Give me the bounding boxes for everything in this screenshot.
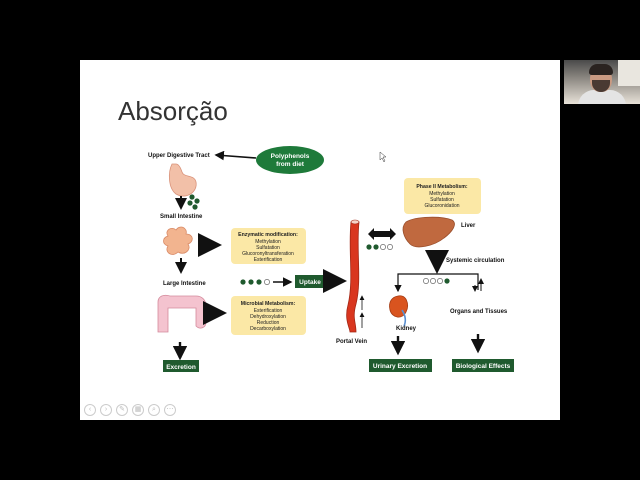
urinary-excretion-label: Urinary Excretion (373, 363, 427, 370)
small-intestine-icon (163, 226, 193, 255)
liver-icon (402, 216, 455, 248)
molecule-dot-open (387, 244, 393, 250)
kidney-icon (389, 295, 408, 327)
molecule-dot-open (437, 278, 443, 284)
double-arrow-vein-liver (368, 228, 396, 240)
molecule-dot-open (264, 279, 270, 285)
excretion-label-box: Excretion (163, 360, 199, 372)
molecule-dot (366, 244, 372, 250)
molecule-dot (194, 198, 200, 204)
portal-vein-label: Portal Vein (336, 339, 367, 345)
biological-effects-box: Biological Effects (452, 359, 514, 372)
urinary-excretion-box: Urinary Excretion (369, 359, 432, 372)
polyphenols-node: Polyphenols from diet (256, 146, 324, 174)
person-shirt (578, 90, 626, 104)
polyphenols-line1: Polyphenols (271, 153, 310, 160)
phase2-item: Glucoronidation (424, 203, 459, 209)
molecule-dot (240, 279, 246, 285)
webcam-thumbnail (564, 60, 640, 104)
molecule-dot (444, 278, 450, 284)
molecule-dot (256, 279, 262, 285)
lamp-shape (618, 60, 640, 86)
liver-label: Liver (461, 223, 476, 229)
molecule-dot (248, 279, 254, 285)
grid-icon[interactable]: ▦ (132, 404, 144, 416)
molecule-dot (189, 194, 195, 200)
enzymatic-title: Enzymatic modification: (238, 232, 298, 238)
kidney-label: Kidney (396, 326, 417, 332)
molecule-dot-open (430, 278, 436, 284)
small-intestine-label: Small Intestine (160, 214, 203, 220)
microbial-title: Microbial Metabolism: (241, 301, 296, 307)
zoom-icon[interactable]: ⌕ (148, 404, 160, 416)
prev-icon[interactable]: ‹ (84, 404, 96, 416)
presentation-slide: Absorção Polyphenols from diet Upper Dig… (80, 60, 560, 420)
molecule-dot-open (380, 244, 386, 250)
biological-effects-label: Biological Effects (456, 363, 511, 370)
uptake-label-box: Uptake (295, 275, 326, 288)
pen-icon[interactable]: ✎ (116, 404, 128, 416)
large-intestine-icon (157, 294, 207, 333)
polyphenols-line2: from diet (276, 161, 305, 168)
excretion-label: Excretion (166, 364, 196, 371)
enzymatic-item: Methylation (255, 239, 281, 245)
phase2-item: Methylation (429, 191, 455, 197)
absorption-diagram: Polyphenols from diet Upper Digestive Tr… (148, 146, 514, 372)
next-icon[interactable]: › (100, 404, 112, 416)
phase-ii-metabolism-box: Phase II Metabolism: Methylation Sulfata… (404, 178, 481, 214)
stomach-icon (168, 163, 197, 197)
molecule-dot (187, 200, 193, 206)
microbial-item: Esterification (254, 308, 283, 314)
microbial-item: Decarboxylation (250, 326, 286, 332)
uptake-label: Uptake (299, 279, 321, 286)
mouse-cursor-icon (379, 151, 387, 163)
large-intestine-label: Large Intestine (163, 281, 206, 287)
phase2-item: Sulfatation (430, 197, 454, 203)
microbial-item: Dehydroxylation (250, 314, 286, 320)
portal-vein-icon (346, 219, 360, 333)
enzymatic-item: Esterification (254, 257, 283, 263)
molecule-dot (192, 204, 198, 210)
slide-title: Absorção (118, 96, 228, 126)
molecule-dot-open (423, 278, 429, 284)
microbial-item: Reduction (257, 320, 280, 326)
enzymatic-item: Sulfatation (256, 245, 280, 251)
microbial-metabolism-box: Microbial Metabolism: Esterification Deh… (231, 296, 306, 335)
slide-toolbar: ‹ › ✎ ▦ ⌕ ⋯ (84, 404, 176, 416)
organs-tissues-label: Organs and Tissues (450, 309, 508, 315)
enzymatic-modification-box: Enzymatic modification: Methylation Sulf… (231, 228, 306, 264)
upper-tract-label: Upper Digestive Tract (148, 153, 210, 159)
arrow-to-upper-tract (214, 150, 257, 161)
more-icon[interactable]: ⋯ (164, 404, 176, 416)
enzymatic-item: Glucoronyltransferation (242, 251, 294, 257)
molecule-dot (373, 244, 379, 250)
phase2-title: Phase II Metabolism: (416, 184, 468, 190)
person-beard (592, 80, 610, 92)
systemic-circulation-label: Systemic circulation (446, 258, 505, 264)
person-hair (589, 64, 613, 75)
